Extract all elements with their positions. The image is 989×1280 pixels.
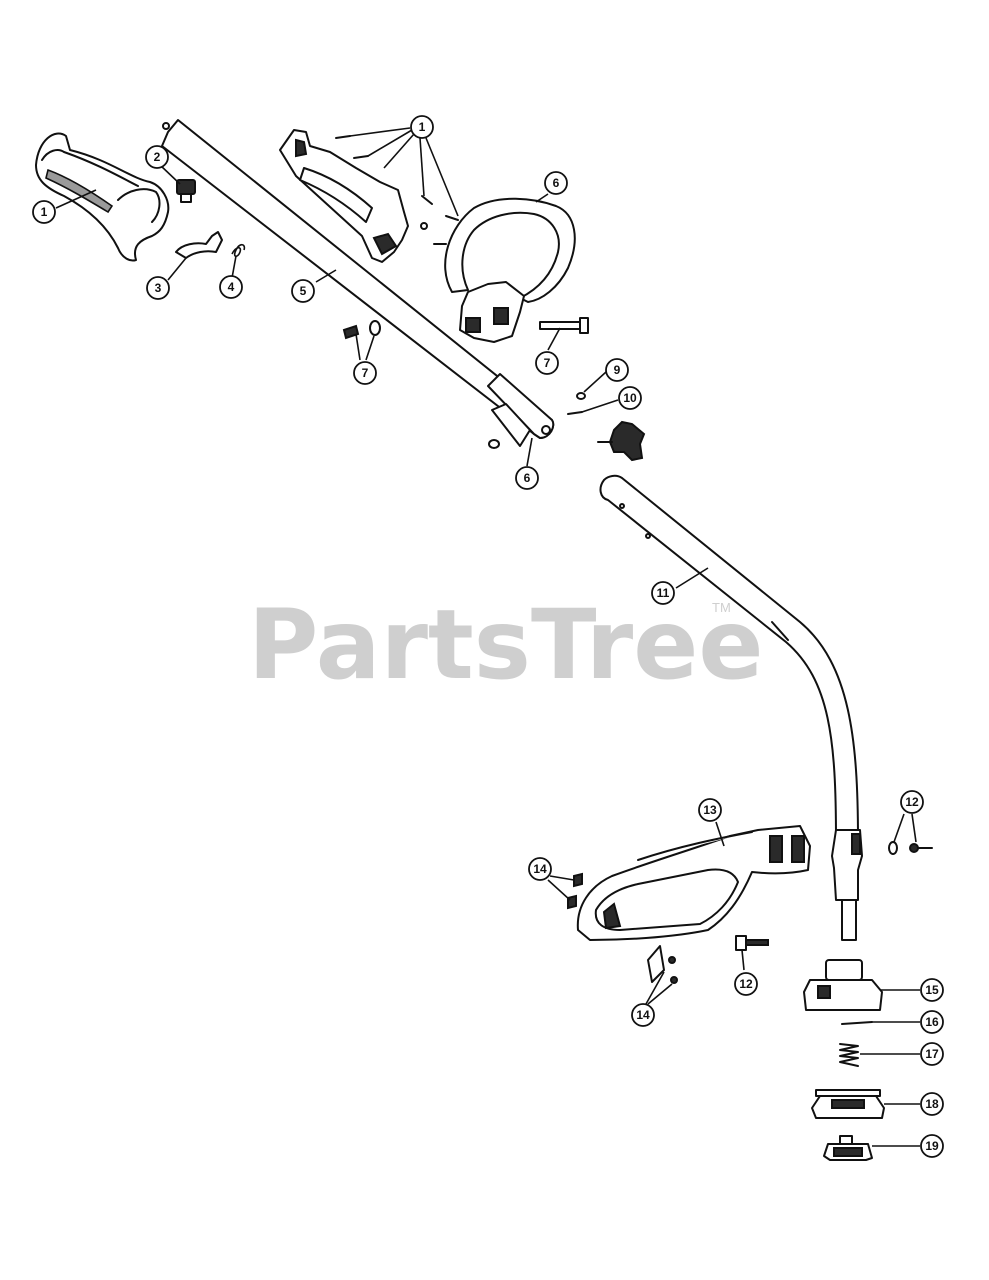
svg-text:17: 17 xyxy=(925,1047,939,1061)
svg-text:3: 3 xyxy=(155,281,162,295)
callout-10: 10 xyxy=(618,386,642,410)
guard-screws-and-line-cutter xyxy=(567,872,678,984)
svg-text:14: 14 xyxy=(636,1008,650,1022)
guard-bolt xyxy=(735,935,769,951)
rear-handle-grip xyxy=(35,132,170,262)
svg-text:1: 1 xyxy=(41,205,48,219)
callout-14b: 14 xyxy=(631,1003,655,1027)
wing-screw-and-washer xyxy=(342,320,381,340)
callout-12b: 12 xyxy=(734,972,758,996)
callout-13: 13 xyxy=(698,798,722,822)
callout-15: 15 xyxy=(920,978,944,1002)
svg-text:6: 6 xyxy=(553,176,560,190)
svg-text:13: 13 xyxy=(703,803,717,817)
callout-19: 19 xyxy=(920,1134,944,1158)
bump-knob xyxy=(823,1135,873,1161)
spool-housing xyxy=(803,959,883,1011)
callout-1b: 1 xyxy=(410,115,434,139)
callout-11: 11 xyxy=(651,581,675,605)
lower-curved-shaft xyxy=(599,474,863,941)
svg-text:1: 1 xyxy=(419,120,426,134)
trigger-lever xyxy=(175,231,223,259)
svg-text:4: 4 xyxy=(228,280,235,294)
svg-text:5: 5 xyxy=(300,284,307,298)
leader-lines xyxy=(55,127,920,1147)
trimmer-guard xyxy=(576,825,811,941)
assist-handle xyxy=(444,197,576,343)
housing-screws xyxy=(335,135,459,245)
trigger-switch xyxy=(176,179,196,203)
motor-housing-half xyxy=(279,129,409,263)
assist-handle-bolt xyxy=(539,317,589,334)
callout-12a: 12 xyxy=(900,790,924,814)
trimmer-line xyxy=(841,1021,873,1025)
callout-7a: 7 xyxy=(353,361,377,385)
svg-text:15: 15 xyxy=(925,983,939,997)
svg-text:19: 19 xyxy=(925,1139,939,1153)
svg-text:18: 18 xyxy=(925,1097,939,1111)
callout-14a: 14 xyxy=(528,857,552,881)
svg-text:14: 14 xyxy=(533,862,547,876)
callout-2: 2 xyxy=(145,145,169,169)
watermark-trademark: TM xyxy=(712,600,731,615)
callout-7b: 7 xyxy=(535,351,559,375)
callout-6b: 6 xyxy=(515,466,539,490)
callout-18: 18 xyxy=(920,1092,944,1116)
watermark-text: PartsTree xyxy=(248,589,763,701)
spool-spring xyxy=(839,1043,859,1067)
callout-3: 3 xyxy=(146,276,170,300)
svg-text:12: 12 xyxy=(905,795,919,809)
trigger-spring xyxy=(231,243,246,258)
svg-text:9: 9 xyxy=(614,363,621,377)
callout-6a: 6 xyxy=(544,171,568,195)
svg-text:12: 12 xyxy=(739,977,753,991)
svg-text:7: 7 xyxy=(362,366,369,380)
svg-text:7: 7 xyxy=(544,356,551,370)
nut-and-screw-hardware xyxy=(488,392,586,449)
callout-16: 16 xyxy=(920,1010,944,1034)
callout-1a: 1 xyxy=(32,200,56,224)
svg-text:2: 2 xyxy=(154,150,161,164)
guard-bracket-hardware xyxy=(888,841,933,855)
callout-17: 17 xyxy=(920,1042,944,1066)
callout-4: 4 xyxy=(219,275,243,299)
callout-9: 9 xyxy=(605,358,629,382)
svg-text:11: 11 xyxy=(657,586,670,600)
callout-5: 5 xyxy=(291,279,315,303)
svg-text:6: 6 xyxy=(524,471,531,485)
svg-text:16: 16 xyxy=(925,1015,939,1029)
coupler-knob xyxy=(597,420,646,462)
svg-text:10: 10 xyxy=(623,391,637,405)
trimmer-spool xyxy=(811,1089,885,1119)
upper-shaft-tube xyxy=(161,119,555,447)
